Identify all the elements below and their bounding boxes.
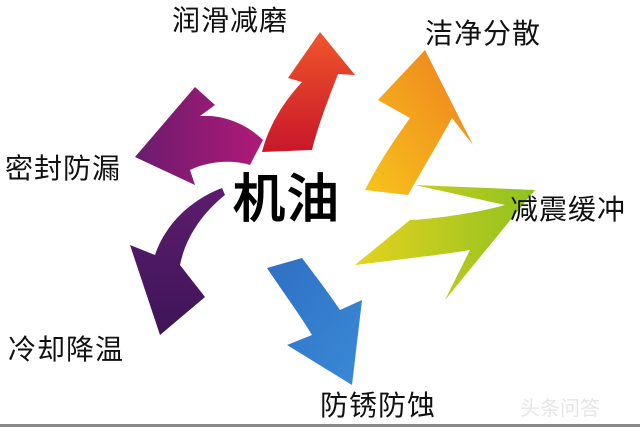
label-sealing: 密封防漏	[5, 152, 122, 185]
purple-arrow-icon	[135, 87, 263, 185]
label-shock-absorption: 减震缓冲	[510, 193, 627, 226]
label-lubrication: 润滑减磨	[172, 4, 289, 37]
deep-purple-arrow-icon	[130, 188, 225, 335]
bottom-border	[0, 424, 640, 427]
watermark: 头条问答	[520, 396, 600, 420]
label-rust-corrosion-prevention: 防锈防蚀	[320, 389, 437, 422]
label-cleaning-dispersing: 洁净分散	[425, 17, 542, 50]
red-arrow-icon	[262, 32, 355, 152]
blue-arrow-icon	[267, 258, 362, 385]
orange-arrow-icon	[365, 50, 473, 195]
center-label: 机油	[233, 170, 342, 230]
label-cooling: 冷却降温	[8, 333, 125, 366]
green-arrow-icon	[355, 185, 535, 300]
